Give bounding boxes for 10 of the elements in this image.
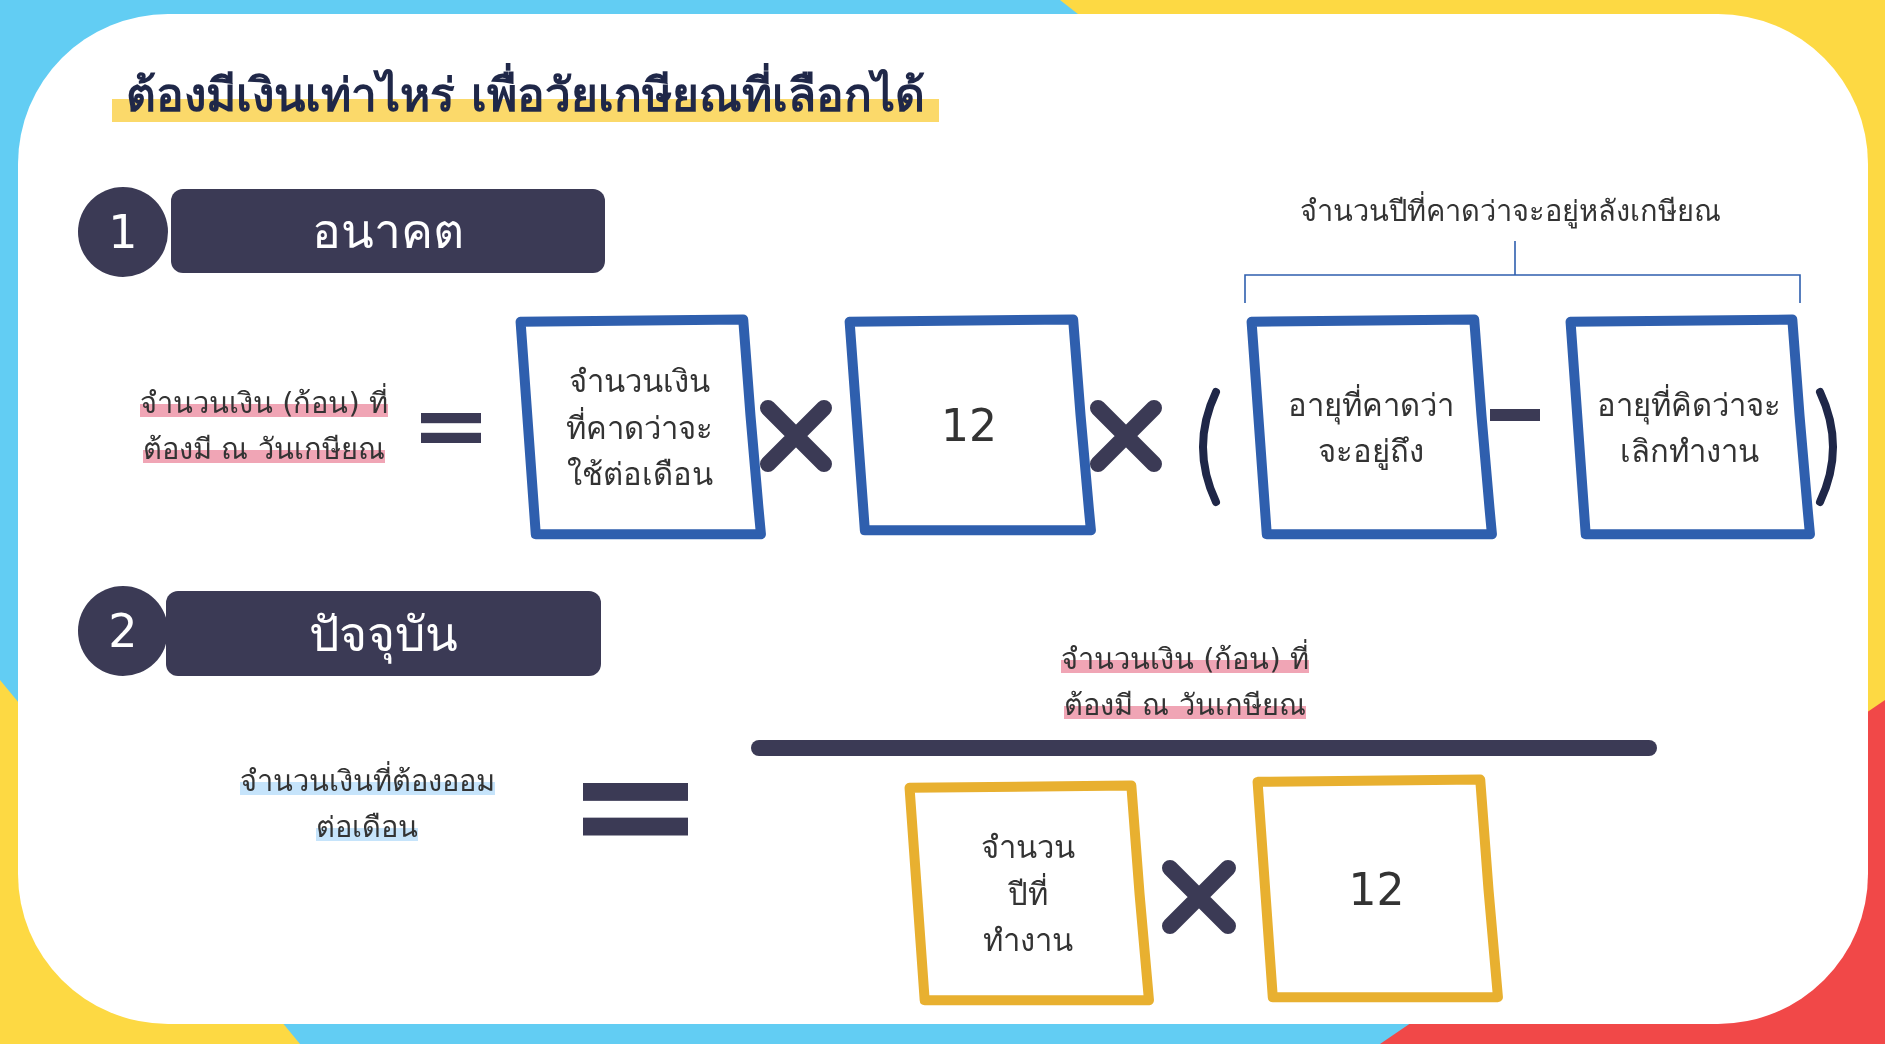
fraction-bar	[751, 740, 1657, 756]
input-box: อายุที่คาดว่าจะอยู่ถึง	[1244, 315, 1497, 541]
input-box: จำนวนปีที่ทำงาน	[902, 781, 1154, 1007]
input-box: อายุที่คิดว่าจะเลิกทำงาน	[1563, 315, 1815, 541]
input-box: 12	[842, 315, 1096, 537]
input-box: จำนวนเงินที่คาดว่าจะใช้ต่อเดือน	[513, 315, 766, 541]
bracket-label: จำนวนปีที่คาดว่าจะอยู่หลังเกษียณ	[1250, 188, 1770, 238]
section-header: อนาคต	[171, 189, 605, 273]
input-box: 12	[1250, 775, 1503, 1004]
section-header: ปัจจุบัน	[166, 591, 601, 676]
